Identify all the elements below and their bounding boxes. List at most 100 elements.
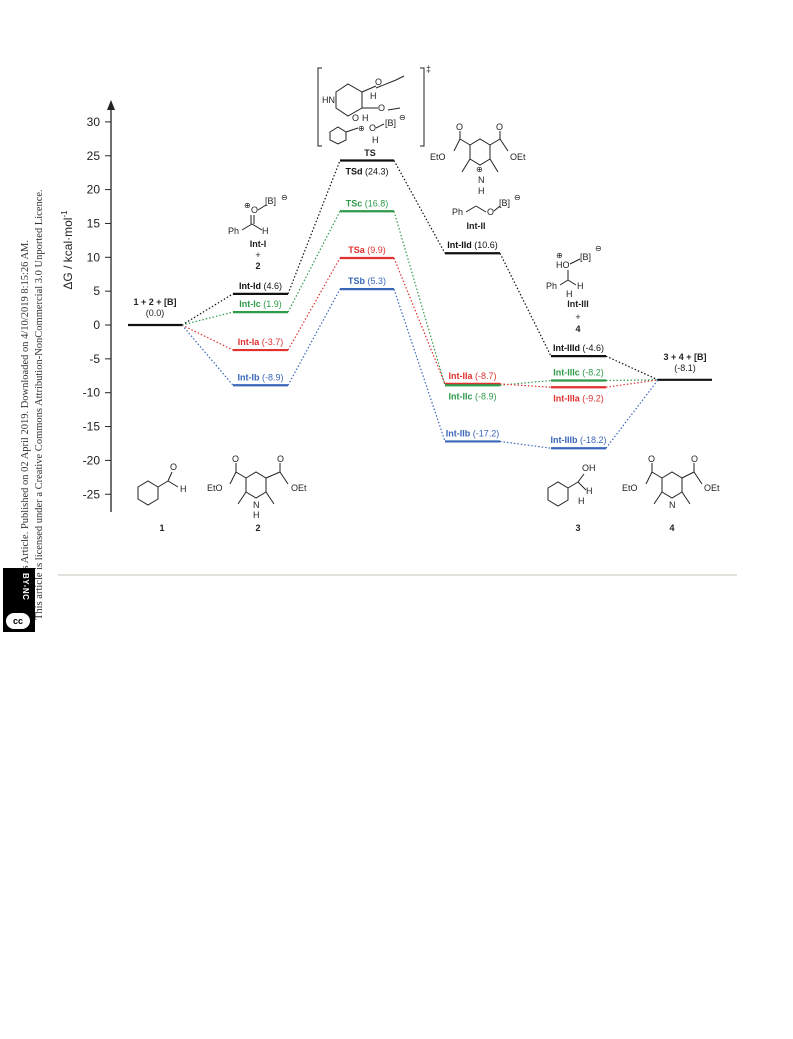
svg-text:O: O <box>456 122 463 132</box>
level-value: (0.0) <box>146 308 165 318</box>
svg-text:⊕: ⊕ <box>476 165 483 174</box>
y-tick-label: 25 <box>87 149 101 163</box>
path-connector <box>499 440 552 449</box>
svg-text:O: O <box>170 462 177 472</box>
minus-charge-icon: ⊖ <box>281 193 288 202</box>
svg-text:H: H <box>478 186 485 196</box>
level-label: 1 + 2 + [B] <box>133 297 176 307</box>
svg-text:1: 1 <box>159 523 164 533</box>
svg-text:OEt: OEt <box>704 483 720 493</box>
path-connector <box>393 288 446 442</box>
y-tick-label: -15 <box>83 420 101 434</box>
svg-text:OEt: OEt <box>291 483 307 493</box>
level-label: Int-Ib (-8.9) <box>237 372 283 382</box>
y-tick-label: 15 <box>87 216 101 230</box>
reaction-paths <box>181 160 659 449</box>
molecule-3-benzyl-alcohol: OH H H 3 <box>547 463 596 533</box>
ts-label: TS <box>364 148 376 158</box>
y-axis-label: ΔG / kcal·mol-1 <box>60 210 75 290</box>
path-connector <box>181 324 234 386</box>
molecule-4-pyridine: O EtO O OEt N 4 <box>622 454 720 533</box>
y-tick-label: -20 <box>83 453 101 467</box>
path-connector <box>605 355 659 381</box>
level-label: TSb (5.3) <box>348 276 386 286</box>
svg-text:[B]: [B] <box>580 252 591 262</box>
svg-text:HO: HO <box>556 260 570 270</box>
level-label: TSc (16.8) <box>346 198 389 208</box>
svg-text:OH: OH <box>582 463 596 473</box>
svg-text:EtO: EtO <box>622 483 638 493</box>
svg-text:+: + <box>255 250 260 260</box>
int-II-structure: O EtO O OEt ⊕ N H Ph O [B] ⊖ Int-II <box>430 122 526 231</box>
path-connector <box>181 293 234 326</box>
svg-text:H: H <box>578 496 585 506</box>
path-connector <box>287 288 341 386</box>
level-label: Int-Ic (1.9) <box>239 299 282 309</box>
svg-text:[B]: [B] <box>385 118 396 128</box>
svg-text:+: + <box>575 312 580 322</box>
int-II-label: Int-II <box>467 221 486 231</box>
y-tick-label: 0 <box>93 318 100 332</box>
svg-text:4: 4 <box>575 324 580 334</box>
path-connector <box>287 257 341 351</box>
int-I-structure: ⊕ O [B] ⊖ Ph H Int-I + 2 <box>228 193 288 271</box>
path-connector <box>605 379 659 449</box>
svg-text:H: H <box>577 281 584 291</box>
svg-text:2: 2 <box>255 261 260 271</box>
level-label: Int-Ia (-3.7) <box>238 337 284 347</box>
svg-text:HN: HN <box>322 95 335 105</box>
path-connector <box>605 379 659 382</box>
svg-text:O: O <box>352 113 359 123</box>
y-tick-label: -25 <box>83 487 101 501</box>
level-label: Int-IIIc (-8.2) <box>553 368 604 378</box>
y-tick-label: 10 <box>87 250 101 264</box>
svg-text:OEt: OEt <box>510 152 526 162</box>
cc-license-badge[interactable]: BY-NC cc <box>3 568 35 632</box>
y-tick-label: -10 <box>83 386 101 400</box>
svg-text:2: 2 <box>255 523 260 533</box>
int-III-structure: ⊕ HO [B] ⊖ Ph H H Int-III + 4 <box>546 244 602 334</box>
svg-text:H: H <box>566 289 573 299</box>
int-I-label: Int-I <box>250 239 267 249</box>
energy-levels: 1 + 2 + [B](0.0) Int-Id (4.6) Int-Ic (1.9)… <box>128 159 712 450</box>
svg-text:O: O <box>487 207 494 217</box>
level-label: TSa (9.9) <box>348 245 386 255</box>
svg-text:EtO: EtO <box>430 152 446 162</box>
path-connector <box>499 252 552 357</box>
svg-text:[B]: [B] <box>499 198 510 208</box>
level-label: Int-Id (4.6) <box>239 281 282 291</box>
svg-text:O: O <box>496 122 503 132</box>
path-connector <box>499 379 552 386</box>
y-tick-label: 5 <box>93 284 100 298</box>
path-connector <box>181 311 234 326</box>
level-label: Int-IIc (-8.9) <box>448 391 496 401</box>
level-label: Int-IIb (-17.2) <box>446 428 500 438</box>
cc-icon: cc <box>6 613 30 629</box>
svg-text:[B]: [B] <box>265 196 276 206</box>
molecule-2-hantzsch-ester: O EtO O OEt N H 2 <box>207 454 307 533</box>
svg-text:⊖: ⊖ <box>595 244 602 253</box>
svg-text:O: O <box>648 454 655 464</box>
level-label: Int-IId (10.6) <box>447 240 498 250</box>
ts-structure: ‡ HN O H O O H ⊕ O [B] ⊖ H TS <box>317 64 431 158</box>
svg-text:H: H <box>586 486 593 496</box>
svg-text:4: 4 <box>669 523 674 533</box>
int-III-label: Int-III <box>567 299 589 309</box>
level-label: TSd (24.3) <box>345 166 388 176</box>
plus-charge-icon: ⊕ <box>244 201 251 210</box>
path-connector <box>393 211 446 386</box>
svg-text:O: O <box>277 454 284 464</box>
level-value: (-8.1) <box>674 363 696 373</box>
level-label: Int-IIIb (-18.2) <box>550 435 606 445</box>
svg-text:⊖: ⊖ <box>514 193 521 202</box>
svg-text:H: H <box>253 510 260 520</box>
section-divider <box>58 574 737 576</box>
level-label: 3 + 4 + [B] <box>663 352 706 362</box>
path-connector <box>181 324 234 351</box>
svg-text:⊖: ⊖ <box>399 113 406 122</box>
svg-text:H: H <box>362 113 369 123</box>
molecule-1-benzaldehyde: O H 1 <box>137 462 187 533</box>
svg-text:O: O <box>375 77 382 87</box>
